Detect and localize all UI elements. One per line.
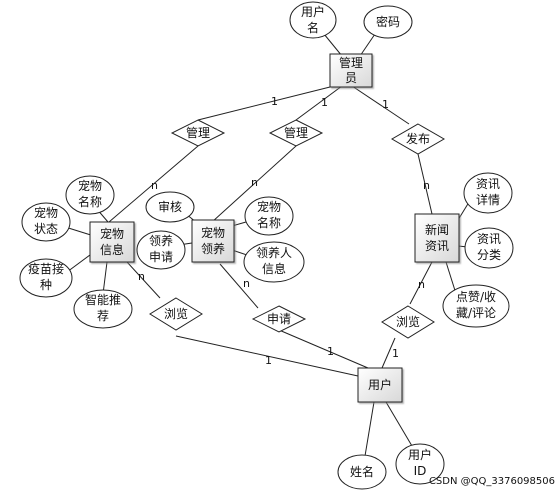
relationship-label: 浏览 [164,306,188,321]
cardinality-label: n [138,270,145,283]
attribute-label: 分类 [477,248,501,262]
attribute-pet-name: 宠物 名称 [65,175,115,215]
entity-label: 新闻 [425,222,449,237]
relationship-publish: 发布 [390,123,446,155]
attribute-label: 信息 [262,261,286,276]
entity-admin: 管理 员 [329,53,373,88]
attribute-pet-vaccine: 疫苗接 种 [19,258,73,298]
cardinality-label: 1 [392,347,399,360]
relationship-browse-pet-info: 浏览 [149,297,203,331]
entity-label: 宠物 [100,226,124,241]
attribute-label: 姓名 [350,464,374,479]
attribute-label: 宠物 [78,178,102,193]
attribute-label: 名称 [78,194,102,209]
attribute-pet-status: 宠物 状态 [21,202,71,242]
attribute-label: ID [414,464,427,478]
attribute-label: 状态 [34,222,58,236]
entity-label: 宠物 [201,225,225,240]
attribute-user-id: 用户 ID [395,443,445,485]
attribute-label: 详情 [476,192,500,207]
cardinality-label: n [151,179,158,192]
attribute-adopter-info: 领养人 信息 [243,241,305,283]
attribute-label: 宠物 [257,199,281,214]
attribute-label: 宠物 [34,205,58,220]
cardinality-label: 1 [382,98,389,111]
attribute-news-detail: 资讯 详情 [463,172,513,214]
watermark: CSDN @QQ_3376098506 [429,476,555,487]
relationship-apply: 申请 [251,305,307,333]
relationship-browse-news: 浏览 [381,305,435,339]
connector-lines [61,33,479,463]
attribute-adopt-pet-name: 宠物 名称 [244,196,294,236]
attribute-pet-recommend: 智能推 荐 [73,289,133,329]
attribute-label: 名 [307,20,319,35]
attribute-adopt-apply: 领养 申请 [136,230,186,270]
entity-label: 用户 [368,377,392,392]
relationship-manage-pet-adopt: 管理 [268,119,324,147]
entity-news: 新闻 资讯 [414,213,460,263]
relationship-manage-pet-info: 管理 [170,119,226,147]
cardinality-label: 1 [265,354,272,367]
attribute-label: 审核 [158,199,182,214]
cardinality-label: n [418,278,425,291]
attribute-label: 荐 [97,309,109,323]
attribute-label: 用户 [408,447,432,462]
cardinality-label: 1 [271,95,278,108]
attribute-label: 资讯 [477,232,501,246]
entity-label: 信息 [100,242,124,257]
cardinality-label: n [243,277,250,290]
entity-label: 领养 [201,241,225,256]
attribute-label: 点赞/收 [456,290,496,304]
entity-label: 管理 [339,55,363,70]
attribute-label: 名称 [257,215,281,230]
relationship-label: 申请 [267,312,291,326]
attribute-label: 密码 [376,14,400,29]
attribute-admin-username: 用户 名 [289,1,337,39]
attribute-label: 申请 [149,250,173,264]
attribute-label: 领养人 [256,245,292,260]
relationship-label: 发布 [406,131,430,146]
attribute-label: 领养 [149,233,173,248]
attribute-label: 藏/评论 [456,306,496,320]
attribute-news-interact: 点赞/收 藏/评论 [442,284,510,328]
attribute-label: 资讯 [476,177,500,191]
entity-user: 用户 [357,367,403,403]
cardinality-label: 1 [327,345,334,358]
cardinality-label: n [423,179,430,192]
attribute-adopt-review: 审核 [145,191,195,223]
entity-label: 资讯 [425,239,449,253]
attribute-news-category: 资讯 分类 [464,227,514,269]
relationship-label: 管理 [284,125,308,140]
attribute-label: 用户 [301,4,325,19]
entity-pet-adopt: 宠物 领养 [191,219,235,263]
attribute-label: 疫苗接 [28,261,64,276]
cardinality-label: 1 [321,96,328,109]
attribute-admin-password: 密码 [363,5,413,39]
cardinality-labels: 1 1 1 n n n n 1 n 1 n 1 [138,95,430,367]
entity-pet-info: 宠物 信息 [89,221,135,263]
entity-label: 员 [345,71,357,85]
attribute-label: 智能推 [85,292,121,307]
cardinality-label: n [251,176,258,189]
attribute-user-name: 姓名 [337,454,387,490]
relationship-label: 管理 [186,125,210,140]
relationship-label: 浏览 [396,314,420,329]
attribute-label: 种 [40,278,52,292]
